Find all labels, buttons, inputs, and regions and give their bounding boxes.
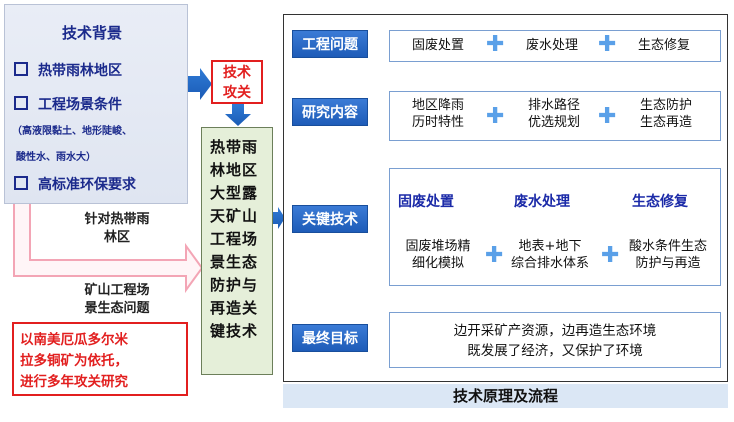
- key-tech-eco: 酸水条件生态防护与再造: [628, 239, 707, 271]
- problem-waste: 固废处置: [411, 38, 464, 53]
- step-problem: 工程问题: [292, 30, 368, 58]
- bg-note-line-1: （高液限黏土、地形陡峻、: [12, 126, 132, 137]
- problem-water: 废水处理: [525, 38, 578, 53]
- research-drainage: 排水路径优选规划: [527, 98, 580, 130]
- process-caption: 技术原理及流程: [283, 384, 728, 408]
- tech-box-line-1: 技术: [223, 65, 251, 81]
- plus-icon: ✚: [486, 104, 505, 129]
- research-rainfall: 地区降雨历时特性: [411, 98, 464, 130]
- research-basis-text: 以南美厄瓜多尔米 拉多铜矿为依托， 进行多年攻关研究: [20, 332, 128, 390]
- key-tech-row: [389, 168, 721, 286]
- problems-row: [389, 30, 721, 62]
- plus-icon: ✚: [598, 32, 617, 57]
- bg-item-eco: 高标准环保要求: [14, 174, 136, 194]
- research-row: [389, 91, 721, 141]
- bg-item-tropical: 热带雨林地区: [14, 60, 122, 80]
- label-mine-eco: 矿山工程场 景生态问题: [84, 283, 150, 316]
- plus-icon: ✚: [486, 32, 505, 57]
- tech-breakthrough-box: 技术 攻关: [211, 60, 263, 104]
- plus-icon: ✚: [485, 243, 504, 268]
- step-research: 研究内容: [292, 98, 368, 126]
- arrow-down-icon: [225, 104, 251, 126]
- research-eco: 生态防护生态再造: [639, 98, 692, 130]
- label-tropical: 针对热带雨 林区: [84, 212, 150, 245]
- goal-text: 边开采矿产资源，边再造生态环境 既发展了经济，又保护了环境: [453, 323, 657, 359]
- background-title: 技术背景: [61, 24, 122, 42]
- arrow-right-icon: [188, 68, 212, 100]
- key-tech-header-eco: 生态修复: [632, 194, 688, 210]
- bg-item-conditions: 工程场景条件: [14, 94, 122, 114]
- bg-note-line-2: 酸性水、雨水大）: [16, 152, 96, 163]
- plus-icon: ✚: [598, 104, 617, 129]
- key-tech-header-waste: 固废处置: [398, 194, 454, 210]
- research-basis-box: 以南美厄瓜多尔米 拉多铜矿为依托， 进行多年攻关研究: [12, 322, 188, 396]
- goal-row: [389, 312, 721, 368]
- plus-icon: ✚: [601, 243, 620, 268]
- key-tech-waste: 固废堆场精细化模拟: [405, 239, 471, 271]
- checkbox-icon: [14, 96, 28, 110]
- key-tech-water: 地表+地下综合排水体系: [510, 239, 589, 271]
- checkbox-icon: [14, 62, 28, 76]
- background-panel: [4, 4, 188, 204]
- tech-box-line-2: 攻关: [223, 85, 251, 101]
- step-goal: 最终目标: [292, 324, 368, 352]
- key-tech-summary-text: 热带雨林地区大型露天矿山工程场景生态防护与再造关键技术: [210, 138, 259, 340]
- step-key-tech: 关键技术: [292, 205, 368, 233]
- problem-eco: 生态修复: [637, 38, 690, 53]
- key-tech-header-water: 废水处理: [514, 194, 570, 210]
- key-tech-summary-box: 热带雨林地区大型露天矿山工程场景生态防护与再造关键技术: [201, 127, 273, 375]
- checkbox-icon: [14, 176, 28, 190]
- arrow-right-icon: [273, 207, 285, 229]
